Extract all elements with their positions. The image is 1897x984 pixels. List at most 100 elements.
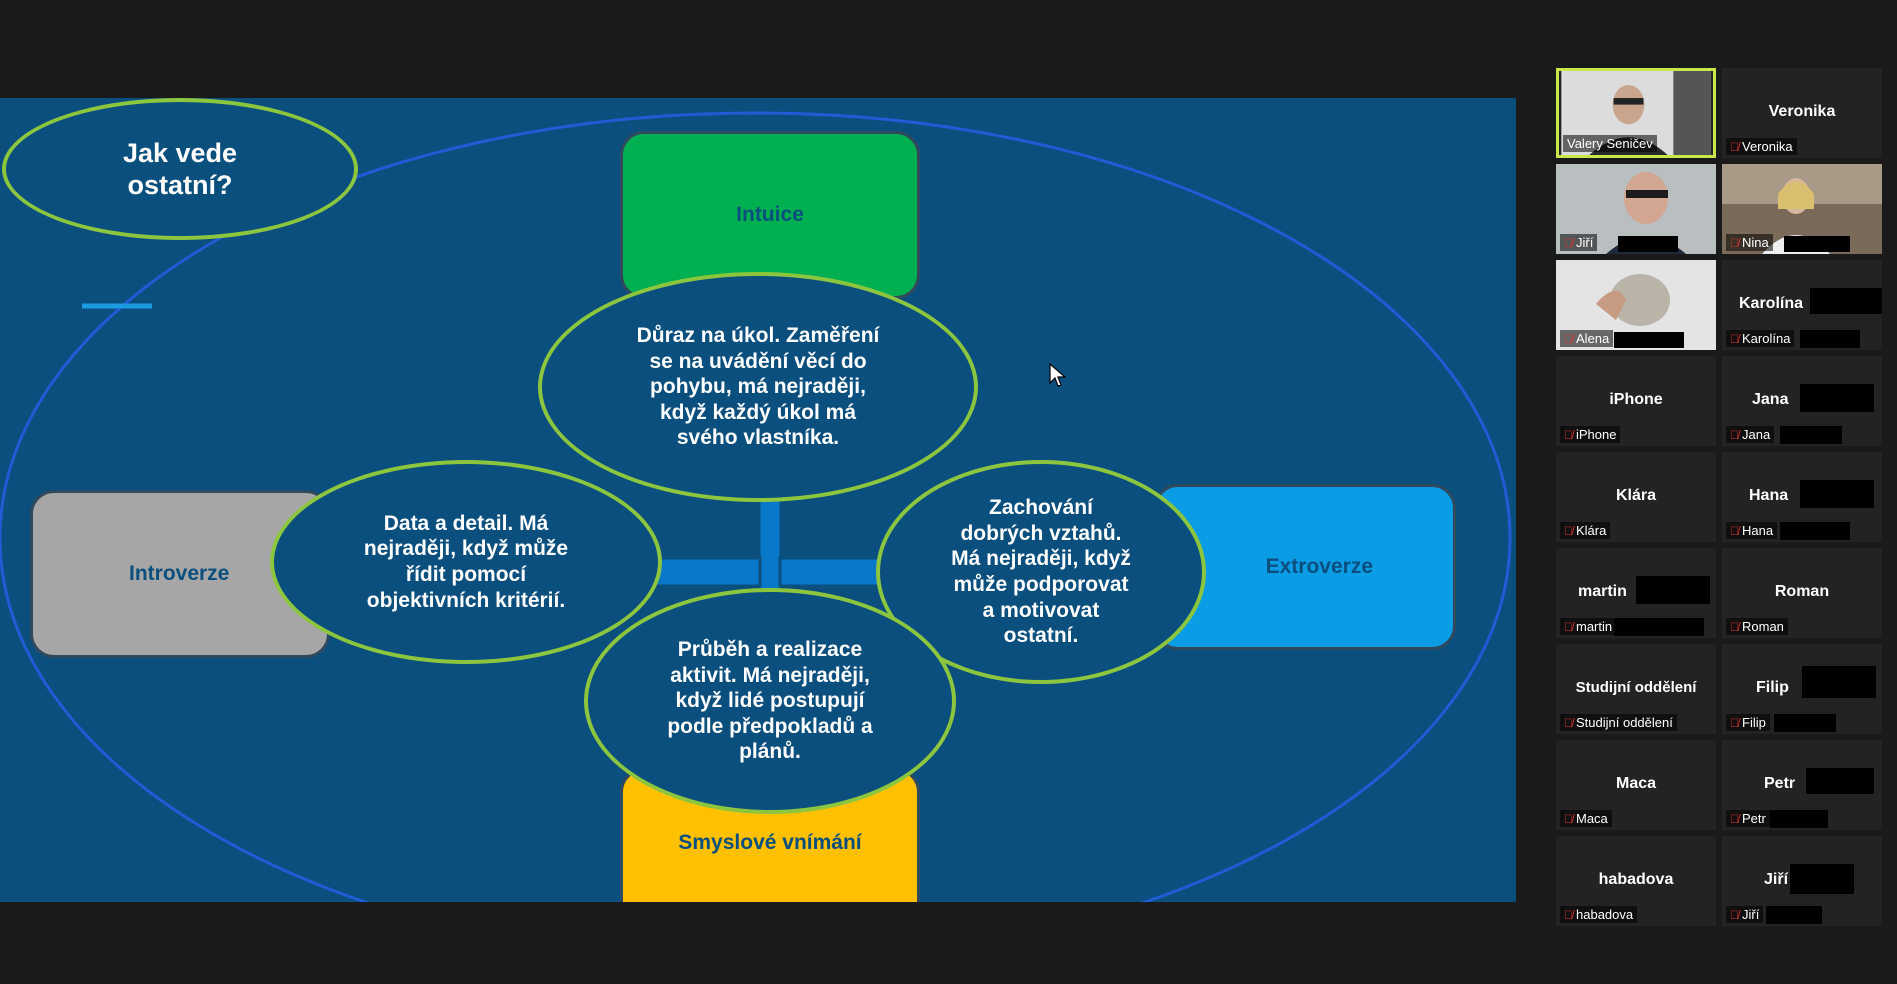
participant-label: 🎙̸ Filip bbox=[1726, 714, 1770, 731]
oval-top-line: když každý úkol má bbox=[659, 400, 857, 424]
participant-label: 🎙̸ Veronika bbox=[1726, 138, 1797, 155]
mic-muted-icon: 🎙̸ bbox=[1564, 427, 1573, 442]
participant-name: Jiří bbox=[1764, 871, 1789, 888]
oval-right-line: ostatní. bbox=[1003, 624, 1079, 648]
oval-top-line: se na uvádění věcí do bbox=[649, 349, 867, 373]
box-intuice-label: Intuice bbox=[736, 203, 804, 226]
mic-muted-icon: 🎙̸ bbox=[1564, 715, 1573, 730]
participant-tile-filip[interactable]: Filip 🎙̸ Filip bbox=[1722, 644, 1882, 734]
oval-top-line: svého vlastníka. bbox=[676, 426, 840, 450]
oval-left-line: řídit pomocí bbox=[405, 563, 527, 586]
redaction-bar bbox=[1780, 522, 1850, 540]
participant-name: Karolína bbox=[1739, 295, 1804, 312]
oval-top-text: Důraz na úkol. Zaměření se na uvádění vě… bbox=[538, 272, 978, 502]
oval-left-line: objektivních kritérií. bbox=[366, 588, 566, 612]
participant-tile-studijni-oddeleni[interactable]: Studijní oddělení 🎙̸ Studijní oddělení bbox=[1556, 644, 1716, 734]
participant-tile-klara[interactable]: Klára 🎙̸ Klára bbox=[1556, 452, 1716, 542]
participant-name: Jana bbox=[1752, 391, 1789, 408]
mic-muted-icon: 🎙̸ bbox=[1564, 331, 1573, 346]
participant-label: 🎙̸ iPhone bbox=[1560, 426, 1621, 443]
participant-tile-martin[interactable]: martin 🎙̸ martin bbox=[1556, 548, 1716, 638]
participant-name: iPhone bbox=[1609, 391, 1663, 408]
mic-muted-icon: 🎙̸ bbox=[1730, 331, 1739, 346]
participant-label: 🎙̸ Petr bbox=[1726, 810, 1770, 827]
redaction-bar bbox=[1780, 426, 1842, 444]
mic-muted-icon: 🎙̸ bbox=[1564, 619, 1573, 634]
oval-bottom-line: když lidé postupují bbox=[675, 689, 865, 713]
oval-top-line: Důraz na úkol. Zaměření bbox=[636, 323, 880, 347]
participant-label: 🎙̸ Jiří bbox=[1726, 906, 1764, 923]
redaction-bar bbox=[1636, 576, 1710, 604]
redaction-bar bbox=[1614, 618, 1704, 636]
redaction-bar bbox=[1774, 714, 1836, 732]
box-extroverze-label: Extroverze bbox=[1265, 555, 1373, 578]
participant-tile-maca[interactable]: Maca 🎙̸ Maca bbox=[1556, 740, 1716, 830]
participant-name: martin bbox=[1578, 583, 1627, 600]
participant-label: 🎙̸ Jiří bbox=[1560, 234, 1598, 251]
shared-screen-slide: Jak vede ostatní? Intuice Introverze Ext… bbox=[0, 98, 1516, 902]
mic-muted-icon: 🎙̸ bbox=[1730, 811, 1739, 826]
participant-name: Maca bbox=[1615, 775, 1657, 792]
box-extroverze: Extroverze bbox=[1154, 484, 1456, 650]
participant-label: 🎙̸ Studijní oddělení bbox=[1560, 714, 1677, 731]
participant-name: Hana bbox=[1749, 487, 1789, 504]
box-introverze-label: Introverze bbox=[129, 562, 230, 585]
participant-label: 🎙̸ Hana bbox=[1726, 522, 1778, 539]
mic-muted-icon: 🎙̸ bbox=[1564, 235, 1573, 250]
participant-label: 🎙̸ Maca bbox=[1560, 810, 1612, 827]
participant-tile-hana[interactable]: Hana 🎙̸ Hana bbox=[1722, 452, 1882, 542]
question-text: Jak vede ostatní? bbox=[122, 137, 238, 200]
participant-tile-habadova[interactable]: habadova 🎙̸ habadova bbox=[1556, 836, 1716, 926]
mouse-cursor-icon bbox=[1049, 363, 1067, 387]
redaction-bar bbox=[1810, 288, 1882, 314]
participant-label: 🎙̸ Karolína bbox=[1726, 330, 1795, 347]
mic-muted-icon: 🎙̸ bbox=[1730, 523, 1739, 538]
participant-tile-alena[interactable]: 🎙̸ Alena bbox=[1556, 260, 1716, 350]
oval-bottom-text: Průběh a realizace aktivit. Má nejraději… bbox=[584, 588, 956, 814]
participant-tile-jana[interactable]: Jana 🎙̸ Jana bbox=[1722, 356, 1882, 446]
mic-muted-icon: 🎙̸ bbox=[1730, 619, 1739, 634]
redaction-bar bbox=[1618, 236, 1678, 252]
participant-label: 🎙̸ Klára bbox=[1560, 522, 1611, 539]
question-oval: Jak vede ostatní? bbox=[2, 98, 358, 240]
participant-tile-karolina[interactable]: Karolína 🎙̸ Karolína bbox=[1722, 260, 1882, 350]
outer-ellipse bbox=[0, 111, 1512, 902]
redaction-bar bbox=[1784, 236, 1850, 252]
oval-right-line: Zachování bbox=[989, 496, 1093, 520]
oval-right-line: dobrých vztahů. bbox=[960, 521, 1122, 545]
oval-bottom-line: plánů. bbox=[739, 740, 801, 764]
participant-label: 🎙̸ Roman bbox=[1726, 618, 1788, 635]
mic-muted-icon: 🎙̸ bbox=[1730, 907, 1739, 922]
participant-tile-iphone[interactable]: iPhone 🎙̸ iPhone bbox=[1556, 356, 1716, 446]
redaction-bar bbox=[1806, 768, 1874, 794]
redaction-bar bbox=[1766, 906, 1822, 924]
participant-tile-veronika[interactable]: Veronika 🎙̸ Veronika bbox=[1722, 68, 1882, 158]
oval-bottom-line: podle předpokladů a bbox=[667, 714, 873, 738]
participant-name: Roman bbox=[1774, 583, 1830, 600]
participant-label: Valery Seničev bbox=[1563, 135, 1657, 152]
oval-left-line: nejraději, když může bbox=[363, 537, 569, 561]
participant-name: Klára bbox=[1615, 487, 1657, 504]
participant-tile-jiri[interactable]: 🎙̸ Jiří bbox=[1556, 164, 1716, 254]
participant-tile-jiri-2[interactable]: Jiří 🎙̸ Jiří bbox=[1722, 836, 1882, 926]
oval-right-line: a motivovat bbox=[982, 598, 1100, 622]
oval-right-line: může podporovat bbox=[953, 573, 1129, 596]
oval-bottom-line: Průběh a realizace bbox=[677, 637, 863, 661]
mic-muted-icon: 🎙̸ bbox=[1564, 523, 1573, 538]
participant-label: 🎙̸ Jana bbox=[1726, 426, 1775, 443]
mic-muted-icon: 🎙̸ bbox=[1730, 715, 1739, 730]
participant-label: 🎙̸ Alena bbox=[1560, 330, 1614, 347]
participant-tile-nina[interactable]: 🎙̸ Nina bbox=[1722, 164, 1882, 254]
oval-bottom-line: aktivit. Má nejraději, bbox=[670, 663, 870, 687]
participant-tile-petr[interactable]: Petr 🎙̸ Petr bbox=[1722, 740, 1882, 830]
participant-label: 🎙̸ martin bbox=[1560, 618, 1617, 635]
participant-label: 🎙̸ habadova bbox=[1560, 906, 1638, 923]
participant-tile-valery[interactable]: Valery Seničev bbox=[1556, 68, 1716, 158]
oval-left-line: Data a detail. Má bbox=[383, 511, 549, 535]
redaction-bar bbox=[1790, 864, 1854, 894]
participant-tile-roman[interactable]: Roman 🎙̸ Roman bbox=[1722, 548, 1882, 638]
participant-label: 🎙̸ Nina bbox=[1726, 234, 1773, 251]
redaction-bar bbox=[1802, 666, 1876, 698]
redaction-bar bbox=[1770, 810, 1828, 828]
participant-name: Filip bbox=[1756, 679, 1789, 696]
